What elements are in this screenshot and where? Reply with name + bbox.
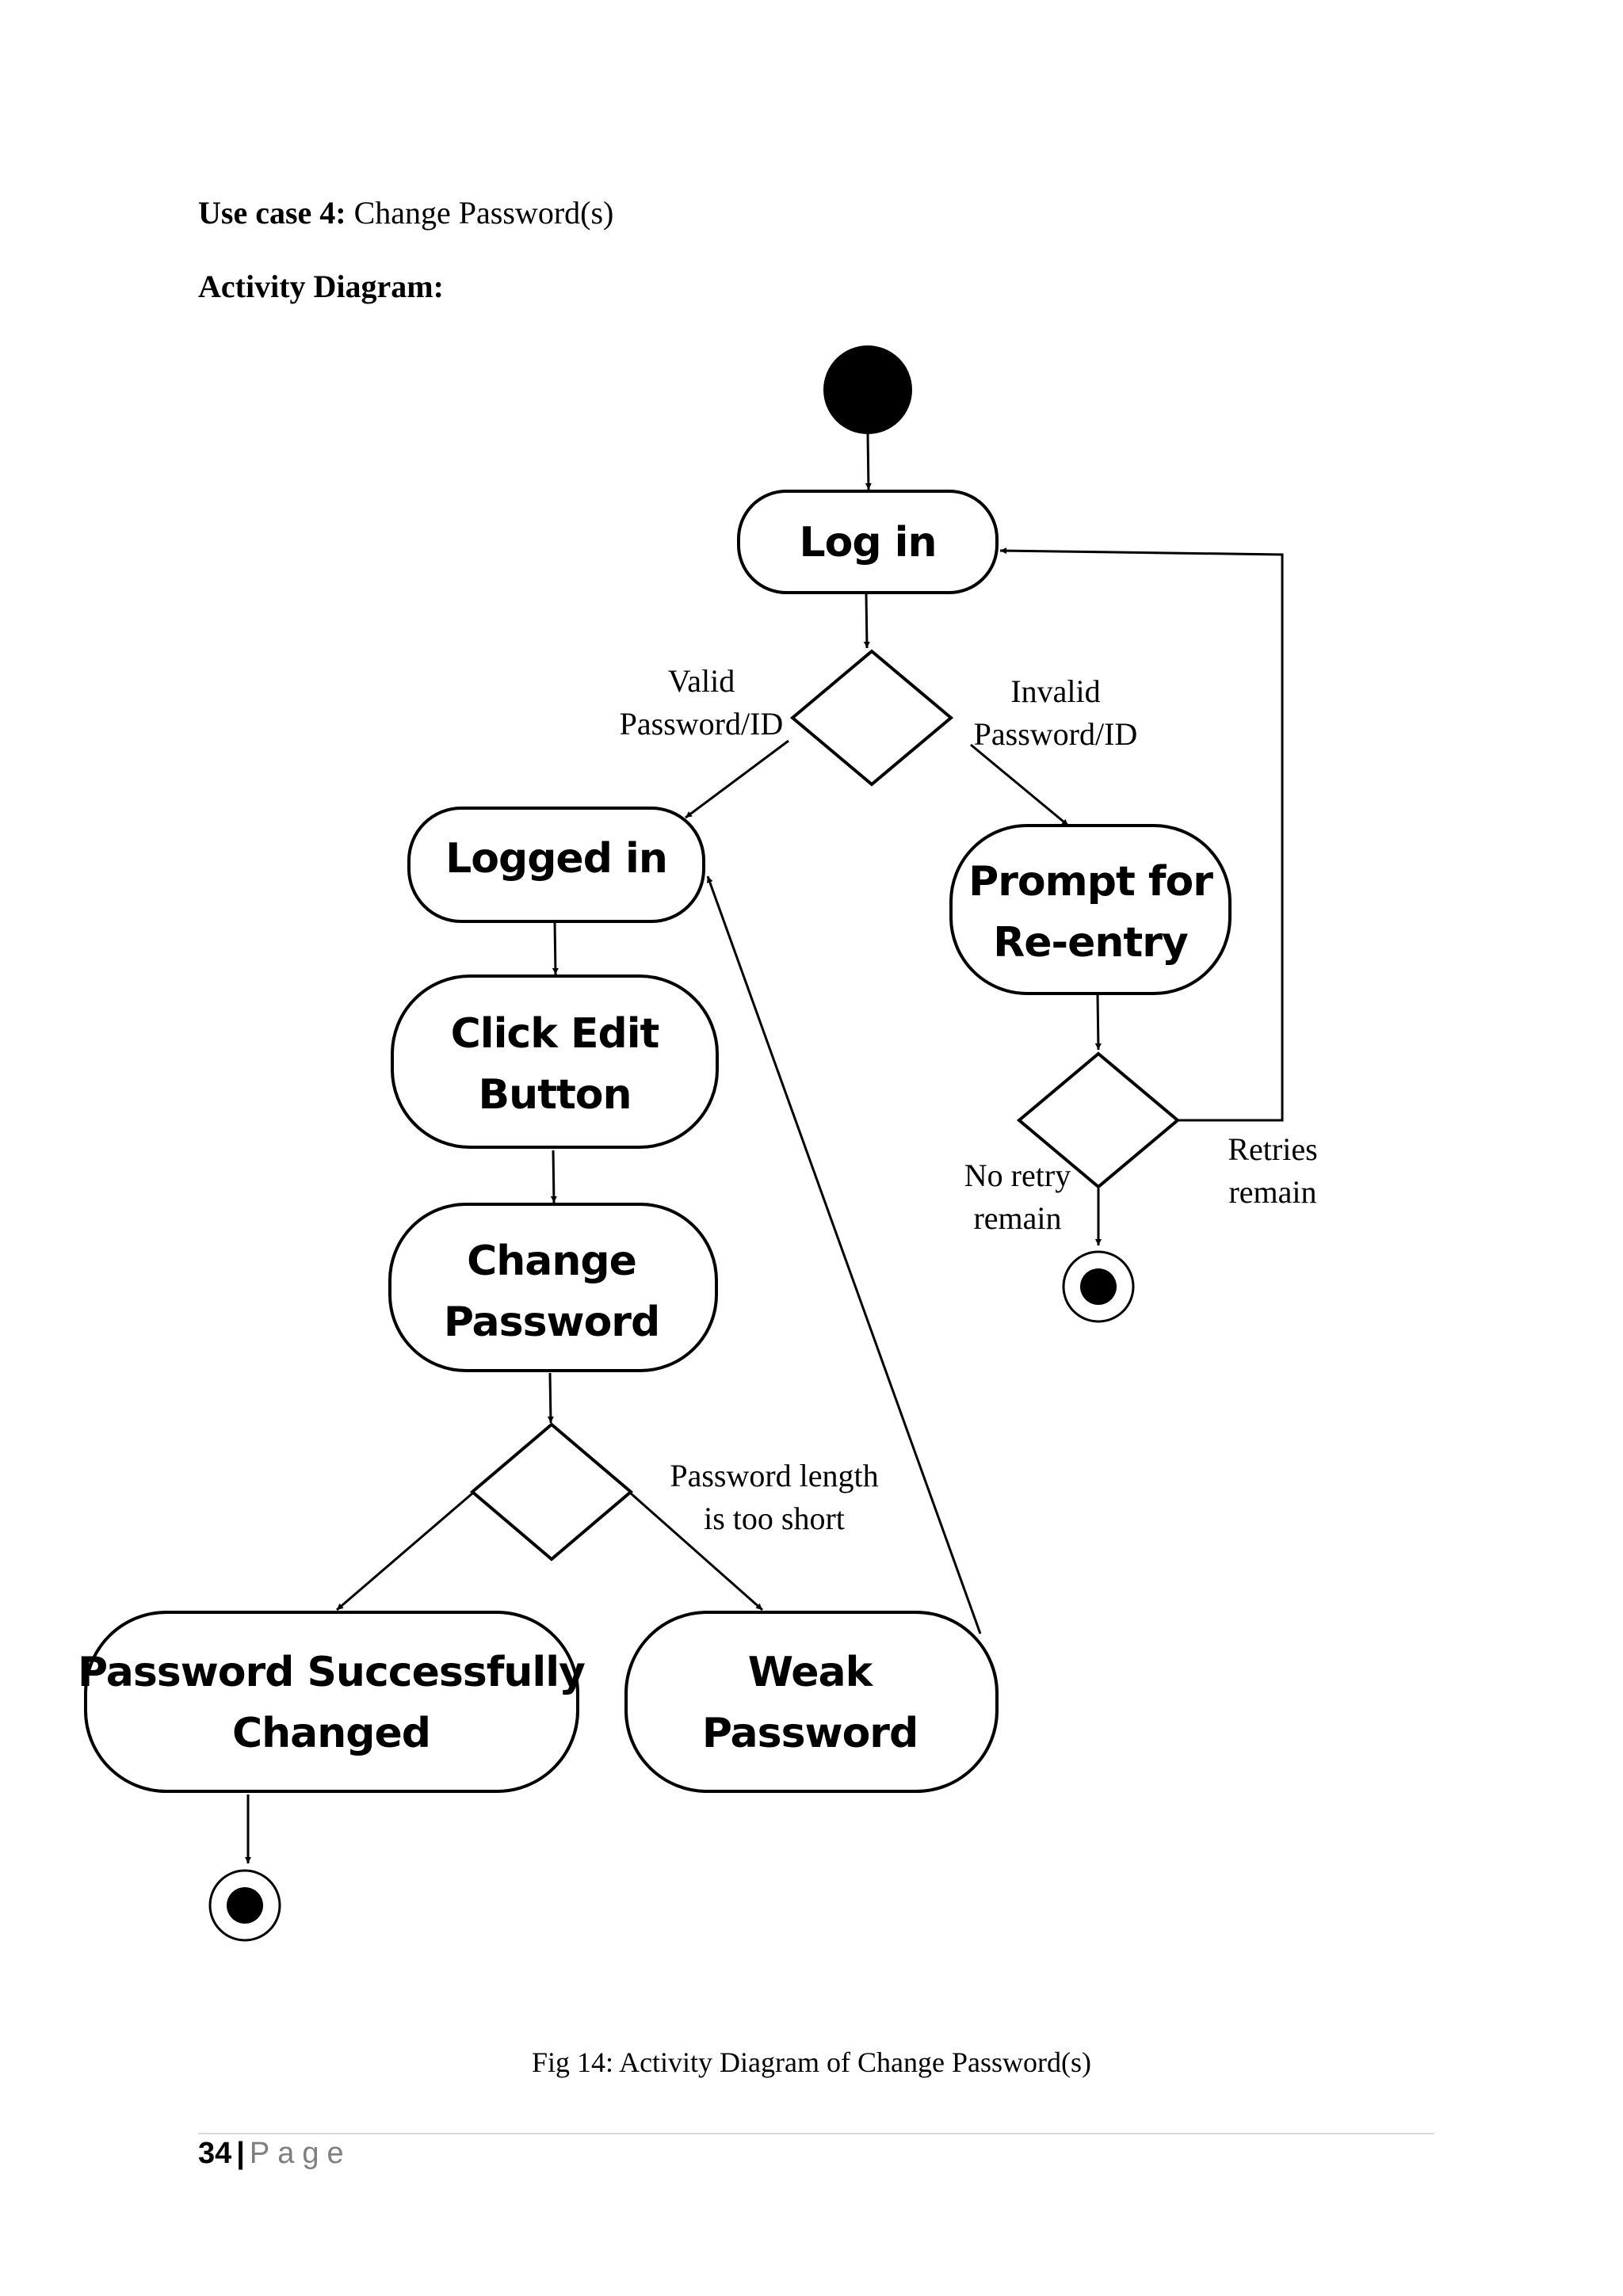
click-edit-label-2: Button [478, 1071, 631, 1119]
edge-logged-click [552, 921, 559, 975]
short-label-1: Password length [670, 1458, 878, 1493]
click-edit-label-1: Click Edit [451, 1010, 659, 1058]
edge-retries [999, 547, 1284, 1122]
prompt-label-1: Prompt for [968, 858, 1213, 906]
prompt-label-2: Re-entry [993, 919, 1188, 967]
logged-in-label: Logged in [445, 835, 667, 883]
log-in-node [737, 490, 999, 594]
figure-caption: Fig 14: Activity Diagram of Change Passw… [532, 2046, 1091, 2078]
login-decision [789, 649, 954, 787]
decision-nodes [469, 649, 1181, 1562]
diagram-heading: Activity Diagram: [198, 269, 444, 304]
edge-labels: Valid Password/ID Invalid Password/ID No… [620, 663, 1318, 1536]
invalid-label-2: Password/ID [974, 716, 1138, 752]
footer-divider [198, 2133, 1434, 2134]
success-node [84, 1611, 579, 1793]
connectors [245, 433, 1284, 1863]
edge-login-decision [863, 593, 870, 649]
edge-valid [685, 739, 789, 819]
edge-change-decision [547, 1372, 554, 1424]
edge-click-change [550, 1150, 557, 1203]
edge-success [336, 1492, 473, 1611]
retries-label-2: remain [1228, 1174, 1316, 1210]
valid-label-1: Valid [668, 663, 735, 699]
change-password-label-2: Password [444, 1299, 659, 1346]
password-decision [469, 1422, 634, 1562]
retries-label-1: Retries [1228, 1131, 1317, 1167]
use-case-title: Change Password(s) [353, 195, 614, 231]
weak-label-1: Weak [748, 1649, 874, 1696]
page-footer: 34|Page [198, 2137, 352, 2171]
change-password-label-1: Change [467, 1238, 636, 1285]
edge-invalid [970, 743, 1069, 827]
valid-label-2: Password/ID [620, 706, 784, 742]
prompt-node [949, 824, 1232, 995]
edge-start-login [865, 433, 872, 490]
page-word: Page [249, 2137, 352, 2170]
success-label-2: Changed [232, 1710, 430, 1757]
no-retry-label-2: remain [973, 1200, 1061, 1236]
edge-weak [630, 1492, 763, 1611]
short-label-2: is too short [704, 1501, 845, 1536]
change-password-node [388, 1203, 718, 1372]
invalid-label-1: Invalid [1010, 673, 1100, 709]
logged-in-node [407, 807, 705, 923]
page-number: 34 [198, 2137, 232, 2170]
final-nodes [208, 1250, 1135, 1942]
node-labels: Log in Logged in Prompt for Re-entry Cli… [78, 519, 1214, 1757]
click-edit-node [391, 974, 719, 1149]
action-nodes [84, 490, 1232, 1793]
weak-password-node [624, 1611, 999, 1793]
weak-label-2: Password [702, 1710, 918, 1757]
initial-node [823, 345, 912, 434]
use-case-label: Use case 4: [198, 195, 346, 231]
success-label-1: Password Successfully [78, 1649, 585, 1696]
footer-separator: | [236, 2137, 245, 2170]
retry-decision [1016, 1051, 1181, 1189]
use-case-heading: Use case 4: Change Password(s) [198, 194, 613, 231]
no-retry-label-1: No retry [964, 1158, 1071, 1193]
log-in-label: Log in [799, 519, 936, 566]
edge-weak-back [706, 875, 982, 1634]
